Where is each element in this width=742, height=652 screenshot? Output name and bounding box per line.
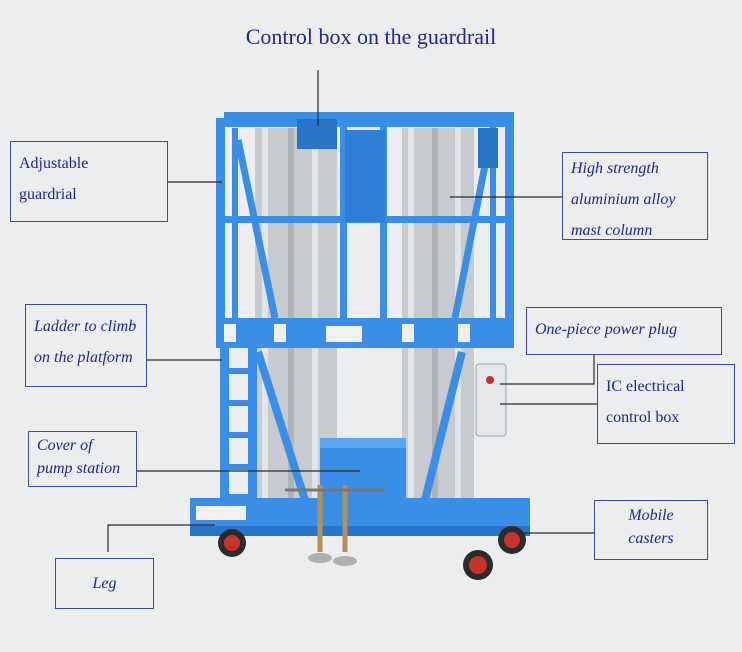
label-adjustable-guardrail: Adjustable guardrial	[10, 141, 168, 222]
guardrail-control-box	[297, 119, 337, 149]
diagram-title: Control box on the guardrail	[245, 24, 497, 49]
frame-braces	[234, 139, 494, 319]
leader-lines	[107, 70, 607, 552]
label-power-plug: One-piece power plug	[526, 307, 722, 355]
ic-control-box-shape	[475, 363, 507, 437]
label-ladder: Ladder to climb on the platform	[25, 304, 147, 387]
label-ic-electrical-box: IC electrical control box	[597, 364, 735, 444]
ladder	[220, 348, 257, 506]
pump-station-cover	[320, 438, 406, 506]
legs	[317, 485, 348, 552]
casters	[218, 526, 526, 580]
base-chassis	[190, 498, 530, 536]
label-high-strength-mast: High strength aluminium alloy mast colum…	[562, 152, 708, 240]
label-mobile-casters: Mobile casters	[594, 500, 708, 560]
label-leg: Leg	[55, 558, 154, 609]
label-pump-cover: Cover of pump station	[28, 431, 137, 487]
